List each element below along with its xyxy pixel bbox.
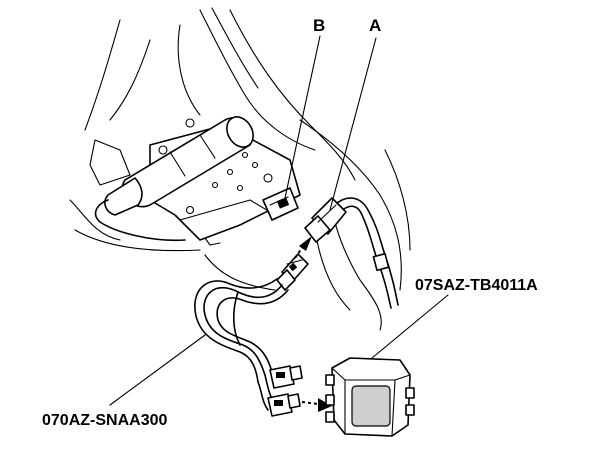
label-tool-harness: 070AZ-SNAA300 xyxy=(42,412,167,429)
tool-box xyxy=(325,357,415,437)
label-connector-a: A xyxy=(369,16,381,35)
leader-lines xyxy=(109,35,449,406)
label-connector-b: B xyxy=(313,16,325,35)
connect-arrow-a xyxy=(294,236,312,259)
connector-b xyxy=(262,187,299,221)
label-tool-box: 07SAZ-TB4011A xyxy=(415,277,538,294)
actuator-cylinder xyxy=(94,116,254,242)
connect-arrow-box xyxy=(301,398,332,412)
tool-box-connectors xyxy=(267,365,303,417)
vehicle-harness xyxy=(334,197,399,309)
tool-harness-cable xyxy=(194,278,289,411)
connector-a xyxy=(304,197,347,243)
